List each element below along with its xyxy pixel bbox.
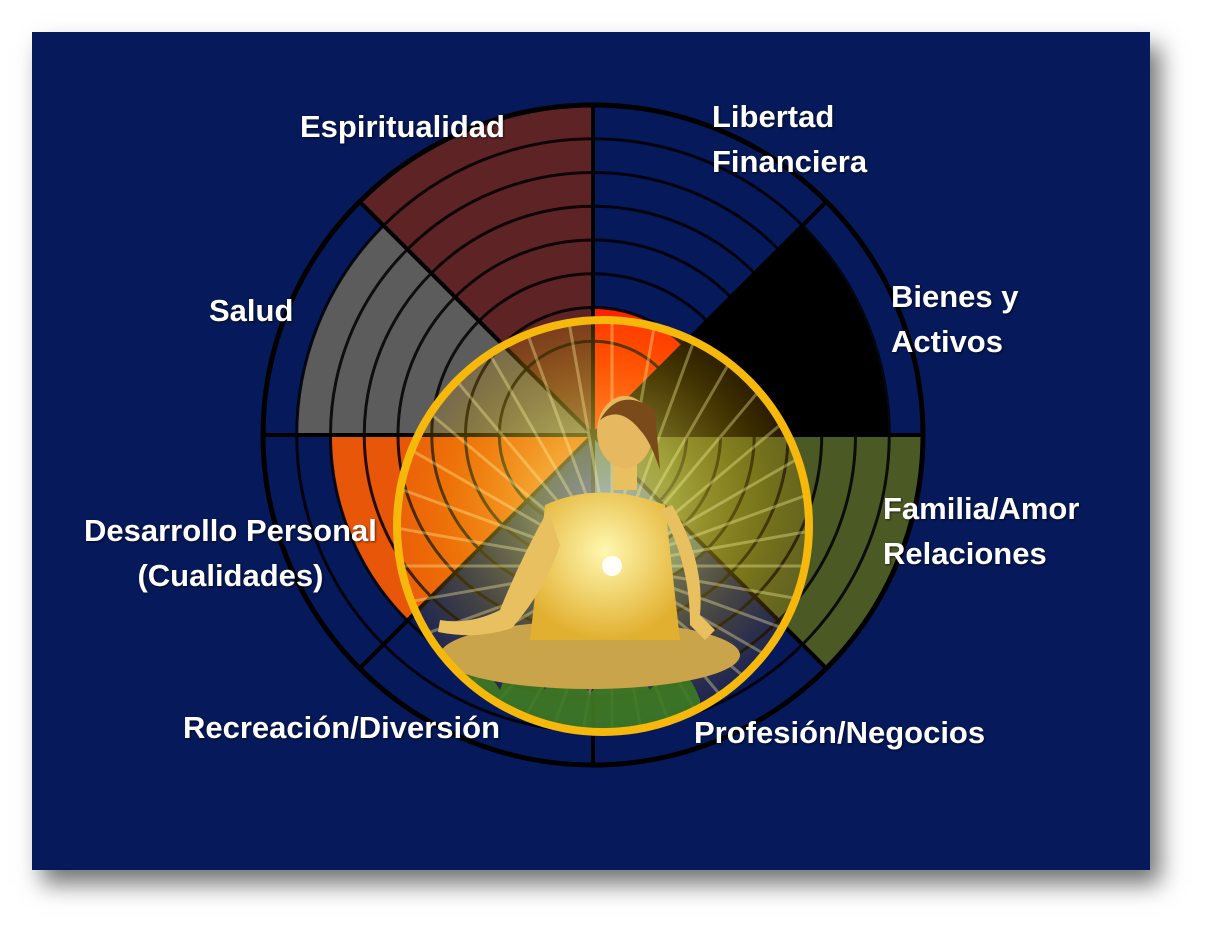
- label-line: Espiritualidad: [300, 109, 505, 144]
- label-recreacion-diversion: Recreación/Diversión: [183, 705, 500, 750]
- label-line: (Cualidades): [137, 558, 324, 593]
- label-line: Bienes y: [891, 279, 1019, 314]
- label-familia-relaciones: Familia/Amor Relaciones: [883, 486, 1079, 576]
- label-bienes-activos: Bienes y Activos: [891, 274, 1019, 364]
- label-salud: Salud: [209, 288, 293, 333]
- label-line: Activos: [891, 324, 1003, 359]
- label-line: Relaciones: [883, 536, 1047, 571]
- label-line: Financiera: [712, 144, 868, 179]
- center-image: [393, 316, 813, 736]
- label-line: Recreación/Diversión: [183, 710, 501, 745]
- label-desarrollo-personal: Desarrollo Personal (Cualidades): [84, 508, 377, 598]
- label-line: Libertad: [712, 99, 835, 134]
- label-line: Desarrollo Personal: [84, 513, 377, 548]
- label-espiritualidad: Espiritualidad: [300, 104, 505, 149]
- label-libertad-financiera: Libertad Financiera: [712, 94, 867, 184]
- label-line: Familia/Amor: [883, 491, 1080, 526]
- label-line: Salud: [209, 293, 294, 328]
- label-line: Profesión/Negocios: [694, 715, 986, 750]
- label-profesion-negocios: Profesión/Negocios: [694, 710, 985, 755]
